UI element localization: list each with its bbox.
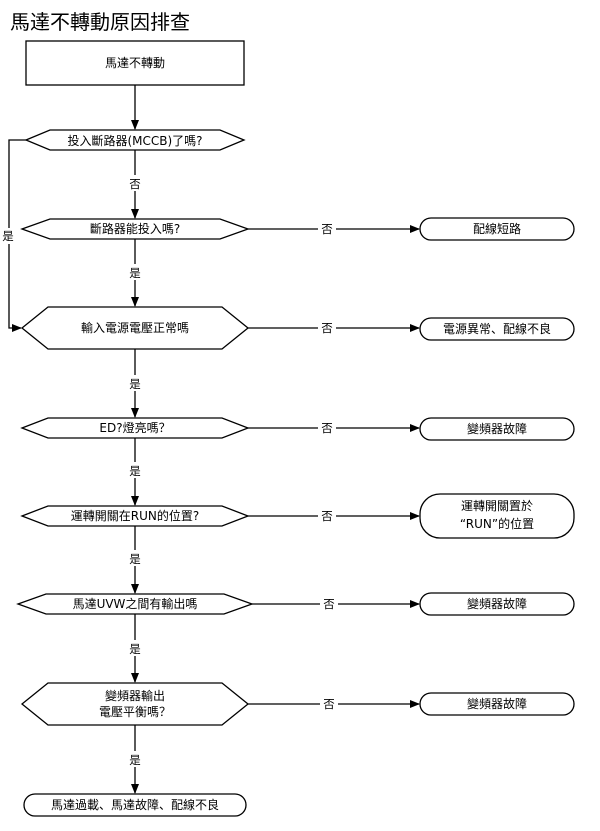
decision-uvw-text: 馬達UVW之間有輸出嗎 [73, 596, 198, 611]
label-mccb-no: 否 [129, 177, 141, 191]
result-inverter-fault-2-text: 變頻器故障 [467, 596, 527, 611]
page-title: 馬達不轉動原因排查 [10, 10, 190, 34]
label-mccb-yes: 是 [2, 229, 14, 243]
decision-voltage-text: 輸入電源電壓正常嗎 [81, 320, 189, 335]
label-uvw-no: 否 [323, 597, 335, 611]
decision-balance-text-2: 電壓平衡嗎？ [99, 705, 171, 719]
result-short-circuit [419, 217, 575, 241]
result-inverter-fault-1-text: 變頻器故障 [467, 421, 527, 436]
label-led-no: 否 [321, 421, 333, 435]
result-inverter-fault-3 [419, 692, 575, 716]
result-short-circuit-text: 配線短路 [473, 221, 521, 236]
label-voltage-yes: 是 [129, 377, 141, 391]
label-breaker-no: 否 [321, 222, 333, 236]
decision-mccb [24, 129, 246, 151]
label-run-yes: 是 [129, 552, 141, 566]
label-run-no: 否 [321, 509, 333, 523]
label-uvw-yes: 是 [129, 642, 141, 656]
result-set-run-text-1: 運轉開關置於 [461, 498, 533, 513]
result-inverter-fault-1 [419, 417, 575, 441]
result-inverter-fault-2 [419, 592, 575, 616]
label-breaker-yes: 是 [129, 266, 141, 280]
start-text: 馬達不轉動 [105, 56, 165, 70]
label-balance-no: 否 [323, 697, 335, 711]
decision-led-text: ED?燈亮嗎？ [99, 420, 170, 435]
label-balance-yes: 是 [129, 753, 141, 767]
result-power-fault-text: 電源異常、配線不良 [443, 321, 551, 336]
label-led-yes: 是 [129, 464, 141, 478]
decision-mccb-text: 投入斷路器(MCCB)了嗎? [67, 133, 202, 148]
start-box [25, 40, 245, 86]
decision-balance-text-1: 變頻器輸出 [105, 688, 165, 703]
final-text: 馬達過載、馬達故障、配線不良 [51, 797, 219, 812]
decision-run-switch-text: 運轉開關在RUN的位置? [71, 508, 199, 523]
result-inverter-fault-3-text: 變頻器故障 [467, 696, 527, 711]
result-power-fault [419, 317, 575, 341]
result-set-run [419, 493, 575, 539]
final-box [23, 793, 247, 817]
decision-breaker-text: 斷路器能投入嗎? [90, 221, 180, 236]
label-voltage-no: 否 [321, 321, 333, 335]
result-set-run-text-2: “RUN”的位置 [460, 516, 534, 531]
